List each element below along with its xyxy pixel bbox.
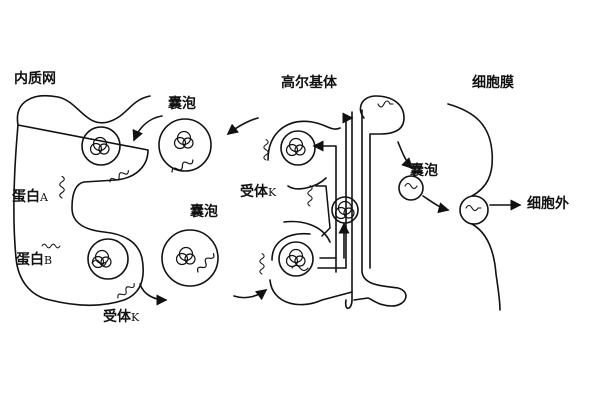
vesicle-label-right: 囊泡 xyxy=(410,163,438,179)
er-label: 内质网 xyxy=(14,71,56,87)
er-bottom-vesicle xyxy=(87,238,129,280)
receptor-k-label-golgi: 受体K xyxy=(240,184,277,200)
vesicle-label-top: 囊泡 xyxy=(168,96,196,112)
er-membrane xyxy=(13,95,151,307)
secretory-vesicle xyxy=(398,175,424,201)
er-top-vesicle xyxy=(81,126,121,166)
vesicle-top-right xyxy=(158,118,212,175)
membrane-label: 细胞膜 xyxy=(472,75,514,91)
golgi-stack xyxy=(267,120,353,306)
protein-a-label: 蛋白A xyxy=(12,189,48,205)
vesicle-middle xyxy=(161,229,219,287)
receptor-k-label-bottom: 受体K xyxy=(103,309,140,325)
outside-label: 细胞外 xyxy=(527,196,569,212)
cell-membrane xyxy=(447,103,501,311)
protein-b-label: 蛋白B xyxy=(16,252,53,268)
golgi-label: 高尔基体 xyxy=(281,75,337,91)
vesicle-label-middle: 囊泡 xyxy=(190,204,218,220)
